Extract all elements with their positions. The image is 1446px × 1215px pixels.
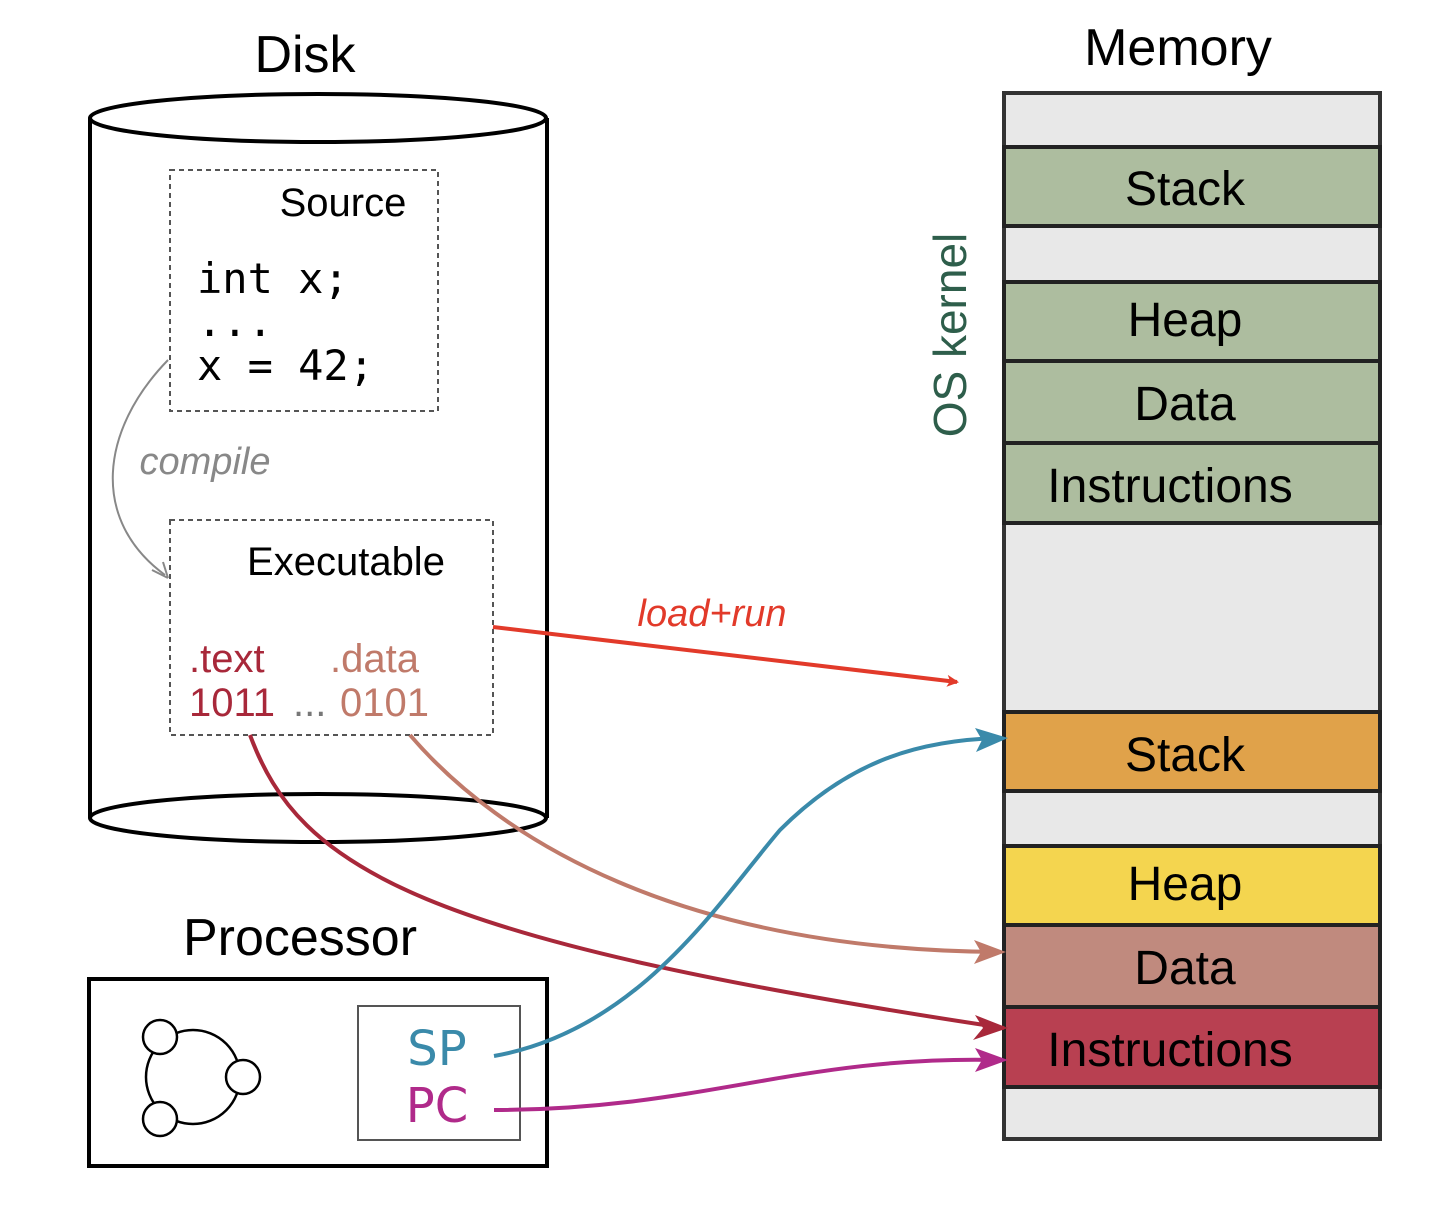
pc-to-instructions-arrowhead [975, 1048, 1008, 1072]
source-code-line-1: int x; [197, 254, 349, 303]
memory-title: Memory [1084, 19, 1272, 77]
kernel-stack-label: Stack [1125, 163, 1246, 216]
data-to-data-arrowhead [974, 940, 1006, 964]
data-section-bits: 0101 [340, 681, 429, 725]
os-kernel-label: OS kernel [924, 233, 976, 438]
source-title: Source [280, 181, 407, 225]
executable-file-box: Executable .text .data 1011 ... 0101 [169, 519, 494, 736]
process-data-segment: Data [1002, 923, 1382, 1009]
source-code-line-2: ... [197, 297, 273, 346]
compile-arrowhead [151, 561, 169, 579]
process-heap-segment: Heap [1002, 844, 1382, 927]
kernel-data-label: Data [1134, 378, 1236, 431]
data-to-data-arrow [408, 733, 1001, 954]
process-heap-label: Heap [1128, 858, 1243, 911]
kernel-instructions-segment: Instructions [1002, 441, 1382, 525]
load-run-arrow [492, 625, 959, 687]
text-section-label: .text [189, 637, 265, 681]
register-box [357, 1005, 521, 1141]
bits-ellipsis: ... [293, 681, 326, 725]
process-data-label: Data [1134, 942, 1236, 995]
load-run-label: load+run [638, 593, 787, 635]
kernel-instructions-label: Instructions [1047, 460, 1292, 513]
process-instructions-segment: Instructions [1002, 1005, 1382, 1089]
process-stack-label: Stack [1125, 729, 1246, 782]
source-file-box: Source int x; ... x = 42; [169, 169, 439, 412]
kernel-stack-segment: Stack [1002, 145, 1382, 228]
kernel-data-segment: Data [1002, 359, 1382, 445]
compile-arrow [111, 359, 169, 576]
source-code-line-3: x = 42; [197, 341, 374, 390]
pc-to-instructions-arrow [493, 1057, 1001, 1112]
data-section-label: .data [330, 637, 420, 681]
process-stack-segment: Stack [1002, 710, 1382, 793]
text-section-bits: 1011 [189, 681, 275, 725]
text-to-instructions-arrow [248, 734, 1005, 1030]
kernel-heap-label: Heap [1128, 294, 1243, 347]
sp-to-stack-arrow [493, 736, 1001, 1058]
sp-register-label: SP [407, 1021, 466, 1077]
processor-core-icon [141, 1018, 262, 1138]
disk-title: Disk [254, 26, 356, 84]
sp-to-stack-arrowhead [975, 728, 1008, 752]
text-to-instructions-arrowhead [973, 1015, 1008, 1040]
processor-title: Processor [183, 909, 417, 967]
kernel-heap-segment: Heap [1002, 280, 1382, 363]
compile-label: compile [140, 441, 271, 483]
pc-register-label: PC [406, 1078, 468, 1134]
process-instructions-label: Instructions [1047, 1024, 1292, 1077]
executable-title: Executable [247, 540, 445, 584]
